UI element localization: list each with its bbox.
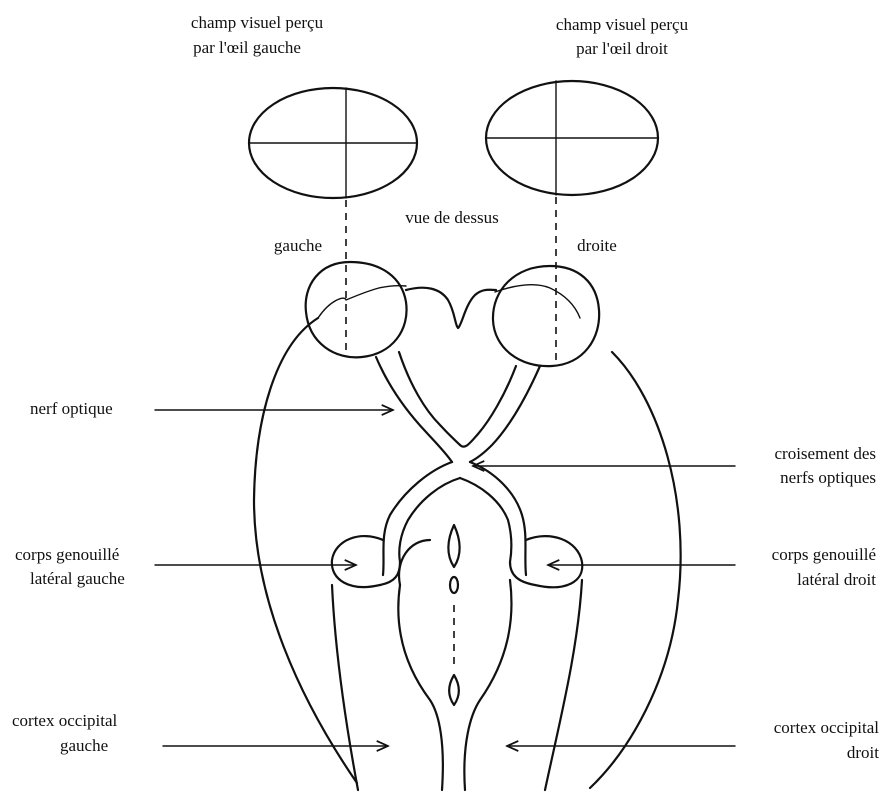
optic-radiations [332, 540, 582, 790]
left-visual-field [249, 88, 417, 198]
label-chiasm-line1: croisement des [775, 444, 877, 463]
label-cortex-left-line1: cortex occipital [12, 711, 118, 730]
optic-pathway [376, 352, 540, 575]
label-lgn-right-line1: corps genouillé [772, 545, 876, 564]
frontal-contour [406, 288, 496, 328]
label-optic-nerve: nerf optique [30, 399, 113, 418]
label-cortex-right-line2: droit [847, 743, 879, 762]
left-lgn [332, 536, 400, 587]
right-eye [493, 266, 599, 366]
label-lgn-left-line2: latéral gauche [30, 569, 125, 588]
right-visual-field [486, 81, 658, 195]
label-right-field-line1: champ visuel perçu [556, 15, 689, 34]
label-right-field-line2: par l'œil droit [576, 39, 668, 58]
label-right-side: droite [577, 236, 617, 255]
brain-outline [254, 318, 681, 788]
label-lgn-left-line1: corps genouillé [15, 545, 119, 564]
left-eye [306, 262, 407, 357]
label-chiasm-line2: nerfs optiques [780, 468, 876, 487]
label-lgn-right-line2: latéral droit [797, 570, 876, 589]
label-left-field-line1: champ visuel perçu [191, 13, 324, 32]
right-lgn [510, 536, 582, 587]
label-left-field-line2: par l'œil gauche [193, 38, 301, 57]
label-cortex-left-line2: gauche [60, 736, 108, 755]
label-top-view: vue de dessus [405, 208, 498, 227]
label-cortex-right-line1: cortex occipital [774, 718, 880, 737]
label-left-side: gauche [274, 236, 322, 255]
midline-ventricles [448, 525, 459, 705]
